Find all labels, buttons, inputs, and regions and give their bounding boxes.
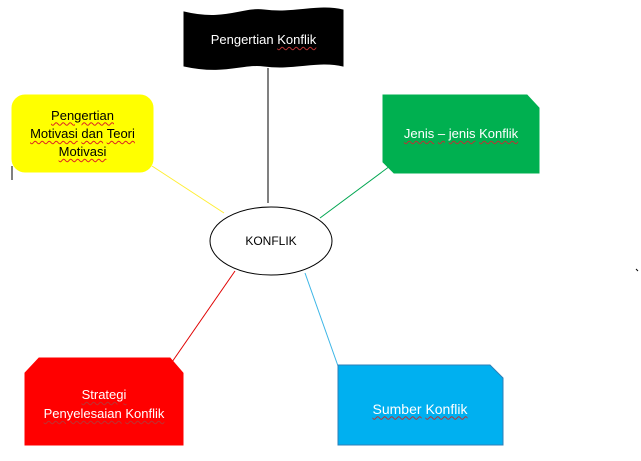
- connector-sumber: [304, 272, 339, 367]
- connector-jenis-konflik: [319, 165, 391, 219]
- banner-pengertian-konflik: [183, 7, 344, 70]
- word: Konflik: [125, 406, 165, 421]
- label-pengertian-motivasi: Pengertian Motivasi dan Teori Motivasi: [14, 100, 151, 168]
- label-strategi: Strategi Penyelesaian Konflik: [28, 380, 180, 430]
- stray-dot-mark: [635, 268, 639, 272]
- word: Pengertian: [51, 107, 114, 123]
- word: Motivasi: [58, 144, 107, 160]
- box-jenis-konflik: [382, 94, 540, 174]
- word: Jenis: [403, 126, 435, 142]
- center-text: KONFLIK: [245, 233, 297, 248]
- word: Motivasi: [30, 125, 78, 141]
- box-strategi: [24, 357, 184, 446]
- word: Sumber: [372, 400, 422, 417]
- label-pengertian-konflik: Pengertian Konflik: [184, 26, 343, 54]
- word: Konflik: [479, 126, 519, 142]
- word: Teori: [106, 125, 135, 141]
- label-sumber: Sumber Konflik: [340, 392, 500, 426]
- center-ellipse: [209, 206, 333, 276]
- word: –: [437, 126, 446, 142]
- word: Konflik: [425, 400, 468, 417]
- label-center-konflik: KONFLIK: [212, 228, 330, 254]
- connector-pengertian-motivasi: [151, 165, 225, 214]
- word: jenis: [448, 126, 476, 142]
- word: dan: [81, 125, 104, 141]
- word: Strategi: [81, 387, 127, 403]
- word: Konflik: [277, 32, 317, 48]
- word: Pengertian: [210, 32, 274, 48]
- box-sumber: [337, 364, 504, 446]
- connector-strategi: [171, 270, 236, 363]
- box-pengertian-motivasi: [11, 94, 154, 173]
- label-jenis-konflik: Jenis – jenis Konflik: [384, 118, 538, 150]
- word: Penyelesaian: [43, 406, 122, 421]
